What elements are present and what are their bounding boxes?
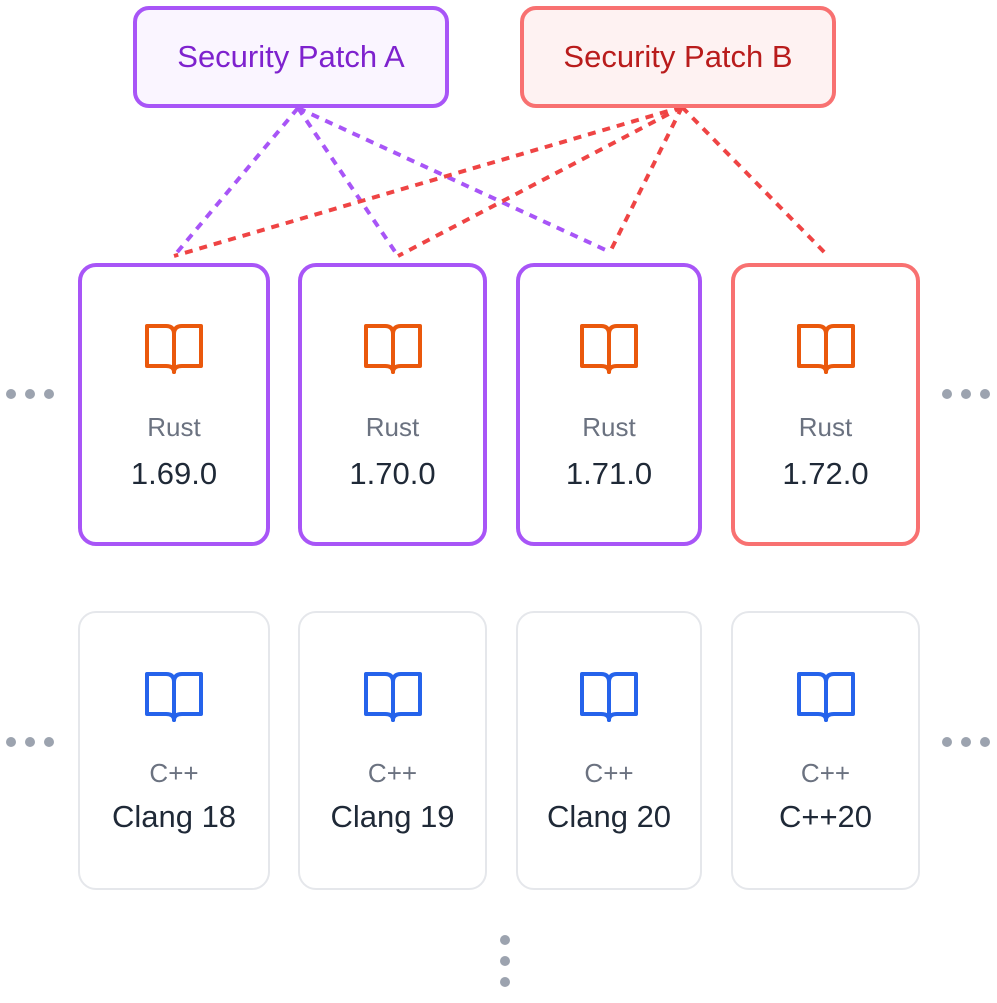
card-language: C++: [800, 758, 851, 788]
book-icon: [580, 672, 638, 722]
more-left-rust-dots: [6, 389, 54, 399]
card-version: 1.71.0: [565, 456, 653, 491]
connector-b-1-70-0: [397, 105, 683, 258]
cpp-card-clang-20[interactable]: C++ Clang 20: [516, 611, 702, 890]
book-icon: [796, 672, 855, 722]
more-below-dots: [500, 935, 510, 987]
card-version: Clang 19: [330, 799, 455, 834]
cpp-card-clang-18[interactable]: C++ Clang 18: [78, 611, 270, 890]
connector-a-1-70-0: [296, 106, 400, 258]
rust-card-1-72-0[interactable]: Rust 1.72.0: [731, 263, 920, 546]
book-icon: [145, 324, 203, 374]
security-patch-b-node[interactable]: Security Patch B: [520, 6, 836, 108]
card-language: Rust: [582, 412, 636, 442]
card-language: Rust: [147, 412, 201, 442]
rust-card-1-71-0[interactable]: Rust 1.71.0: [516, 263, 702, 546]
book-icon: [580, 324, 638, 374]
connector-b-1-71-0: [608, 106, 684, 253]
card-language: Rust: [798, 412, 853, 442]
more-right-rust-dots: [942, 389, 990, 399]
book-icon: [145, 672, 203, 722]
security-patch-a-label: Security Patch A: [177, 39, 405, 74]
card-language: Rust: [365, 412, 420, 442]
cpp-card-cpp20[interactable]: C++ C++20: [731, 611, 920, 890]
card-version: 1.70.0: [349, 456, 436, 491]
book-icon: [363, 324, 422, 374]
card-version: C++20: [778, 799, 873, 834]
card-version: 1.72.0: [782, 456, 869, 491]
rust-card-1-70-0[interactable]: Rust 1.70.0: [298, 263, 487, 546]
cpp-card-clang-19[interactable]: C++ Clang 19: [298, 611, 487, 890]
card-language: C++: [149, 758, 199, 788]
card-version: Clang 18: [111, 799, 237, 834]
card-version: 1.69.0: [130, 456, 218, 491]
more-right-cpp-dots: [942, 737, 990, 747]
security-patch-a-node[interactable]: Security Patch A: [133, 6, 449, 108]
connector-b-1-72-0: [680, 105, 830, 258]
connector-a-1-71-0: [297, 106, 611, 254]
card-language: C++: [367, 758, 418, 788]
more-left-cpp-dots: [6, 737, 54, 747]
card-language: C++: [584, 758, 634, 788]
connector-a-1-69-0: [172, 106, 300, 258]
card-version: Clang 20: [546, 799, 672, 834]
patch-b-connectors: [173, 105, 830, 258]
book-icon: [363, 672, 422, 722]
book-icon: [796, 324, 855, 374]
connector-b-1-69-0: [173, 105, 683, 258]
security-patch-b-label: Security Patch B: [563, 39, 793, 74]
rust-card-1-69-0[interactable]: Rust 1.69.0: [78, 263, 270, 546]
patch-a-connectors: [172, 106, 611, 258]
